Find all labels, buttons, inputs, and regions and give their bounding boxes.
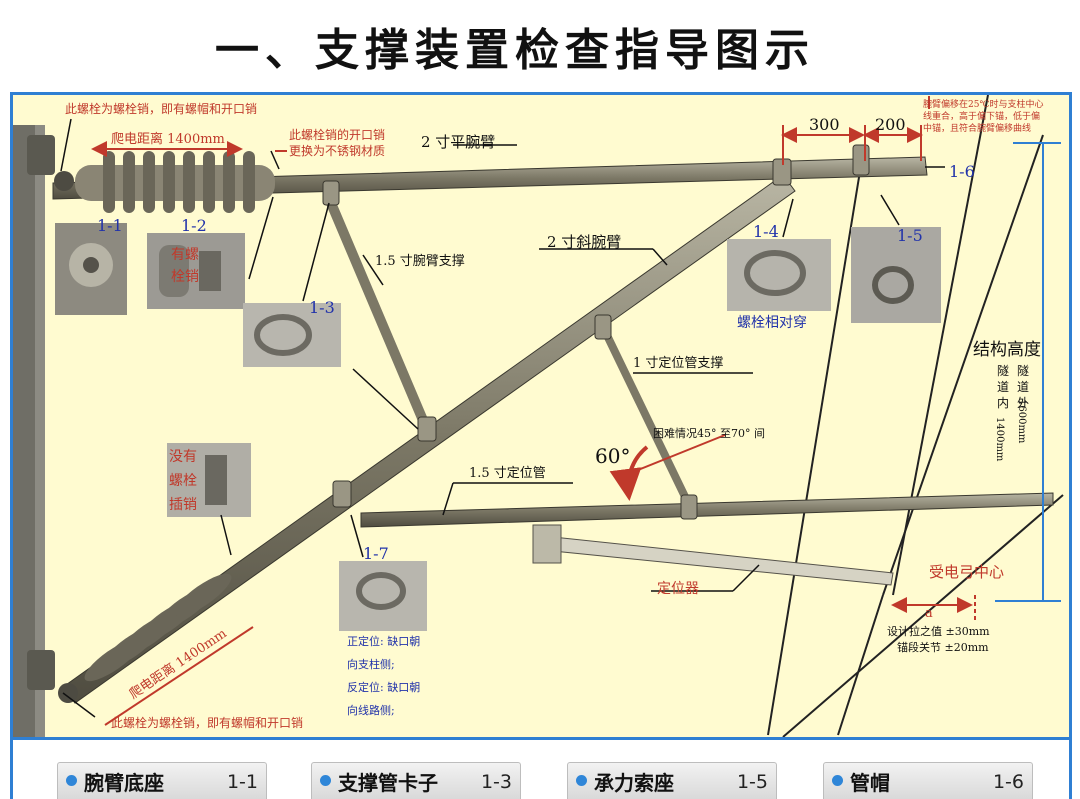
legend-code: 1-6 [992,771,1024,793]
orient-2: 向支柱侧; [347,657,395,671]
locator-tube-label: 1.5 寸定位管 [469,466,546,481]
orient-1: 正定位: 缺口朝 [347,634,420,648]
locator-label: 定位器 [657,581,699,597]
legend-name: 支撑管卡子 [338,771,438,795]
legend-code: 1-1 [226,771,258,793]
bolt-pin-label-1: 有螺 [171,247,199,263]
tunnel-out-1: 隧 [1017,363,1029,378]
tunnel-in-3: 内 [997,396,1009,410]
mast-pole [13,125,55,737]
bullet-icon [832,775,843,786]
bolts-through-label: 螺栓相对穿 [737,315,807,331]
no-bolt-3: 插销 [169,497,197,513]
code-1-7: 1-7 [363,544,389,563]
tunnel-out-3: 外 [1017,396,1029,410]
angle-60: 60° [595,444,630,468]
legend-code: 1-3 [480,771,512,793]
height-dimension [995,142,1061,602]
incline-arm-label: 2 寸斜腕臂 [547,233,621,251]
tunnel-out-2: 道 [1017,380,1029,394]
tunnel-out-val: 1600mm [1016,399,1027,444]
code-1-6: 1-6 [949,162,975,181]
top-bolt-note: 此螺栓为螺栓销，即有螺帽和开口销 [65,101,257,116]
dim-300: 300 [809,115,840,134]
struct-height-label: 结构高度 [973,340,1041,360]
code-1-2: 1-2 [181,216,207,235]
no-bolt-2: 螺栓 [169,473,197,489]
difficult-angle-label: 困难情况45° 至70° 间 [653,427,765,440]
arm-brace [326,201,430,427]
bullet-icon [576,775,587,786]
legend-name: 腕臂底座 [84,771,164,795]
page-title: 一、支撑装置检查指导图示 [215,25,815,76]
legend-name: 管帽 [850,771,890,795]
locator-tube [360,492,1054,528]
pin-note-1: 此螺栓销的开口销 [289,127,385,142]
locator-arm [552,536,894,586]
bullet-icon [320,775,331,786]
code-1-4: 1-4 [753,222,779,241]
photo-1-5 [851,227,941,323]
bottom-bolt-note: 此螺栓为螺栓销，即有螺帽和开口销 [111,715,303,730]
dim-200: 200 [875,115,906,134]
catenary-wires [767,95,1064,737]
legend-name: 承力索座 [594,771,674,795]
arm-brace-label: 1.5 寸腕臂支撑 [375,253,465,269]
locator-brace-label: 1 寸定位管支撑 [633,356,723,371]
bullet-icon [66,775,77,786]
orient-4: 向线路侧; [347,703,395,717]
code-1-3: 1-3 [309,298,335,317]
tunnel-in-2: 道 [997,380,1009,394]
pin-note-2: 更换为不锈钢材质 [289,144,385,158]
tunnel-in-1: 隧 [997,363,1009,378]
bolt-pin-label-2: 栓销 [171,269,199,285]
photo-1-1 [55,223,127,315]
leader-lines [60,118,945,718]
arm-offset-note-1: 腕臂偏移在25℃时与支柱中心 [923,98,1044,110]
legend-item-messenger-seat: 承力索座 1-5 [567,762,777,799]
cantilever-diagram: 此螺栓为螺栓销，即有螺帽和开口销 爬电距离 1400mm 此螺栓销的开口销 更换… [10,92,1072,740]
code-1-1: 1-1 [97,216,123,235]
photo-1-3 [243,303,341,367]
dimension-lines [91,96,976,726]
clamp-1-5 [852,144,870,176]
component-legend: 腕臂底座 1-1 支撑管卡子 1-3 承力索座 1-5 管帽 1-6 [10,740,1072,799]
legend-item-tube-cap: 管帽 1-6 [823,762,1033,799]
diagram-canvas: 此螺栓为螺栓销，即有螺帽和开口销 爬电距离 1400mm 此螺栓销的开口销 更换… [13,95,1064,737]
photo-1-2 [147,233,245,309]
arm-offset-note-2: 线重合，高于偏下锚，低于偏 [923,110,1040,122]
stagger-1: 设计拉之值 ±30mm [887,624,990,638]
code-1-5: 1-5 [897,226,923,245]
creepage-top: 爬电距离 1400mm [111,131,225,147]
photo-1-4 [727,239,831,311]
tunnel-in-val: 1400mm [994,417,1005,462]
orient-3: 反定位: 缺口朝 [347,680,420,694]
legend-code: 1-5 [736,771,768,793]
photo-1-7 [339,561,427,631]
legend-item-arm-base: 腕臂底座 1-1 [57,762,267,799]
flat-arm-label: 2 寸平腕臂 [421,133,495,151]
legend-item-brace-clamp: 支撑管卡子 1-3 [311,762,521,799]
pantograph-center-label: 受电弓中心 [929,563,1004,581]
flat-arm-tube [52,151,928,213]
dim-a: a [925,606,933,621]
locator-brace [599,325,693,507]
no-bolt-1: 没有 [169,449,197,465]
stagger-2: 锚段关节 ±20mm [897,640,989,654]
arm-offset-note-3: 中锚，且符合腕臂偏移曲线 [923,122,1031,134]
photo-no-bolt [167,443,251,517]
